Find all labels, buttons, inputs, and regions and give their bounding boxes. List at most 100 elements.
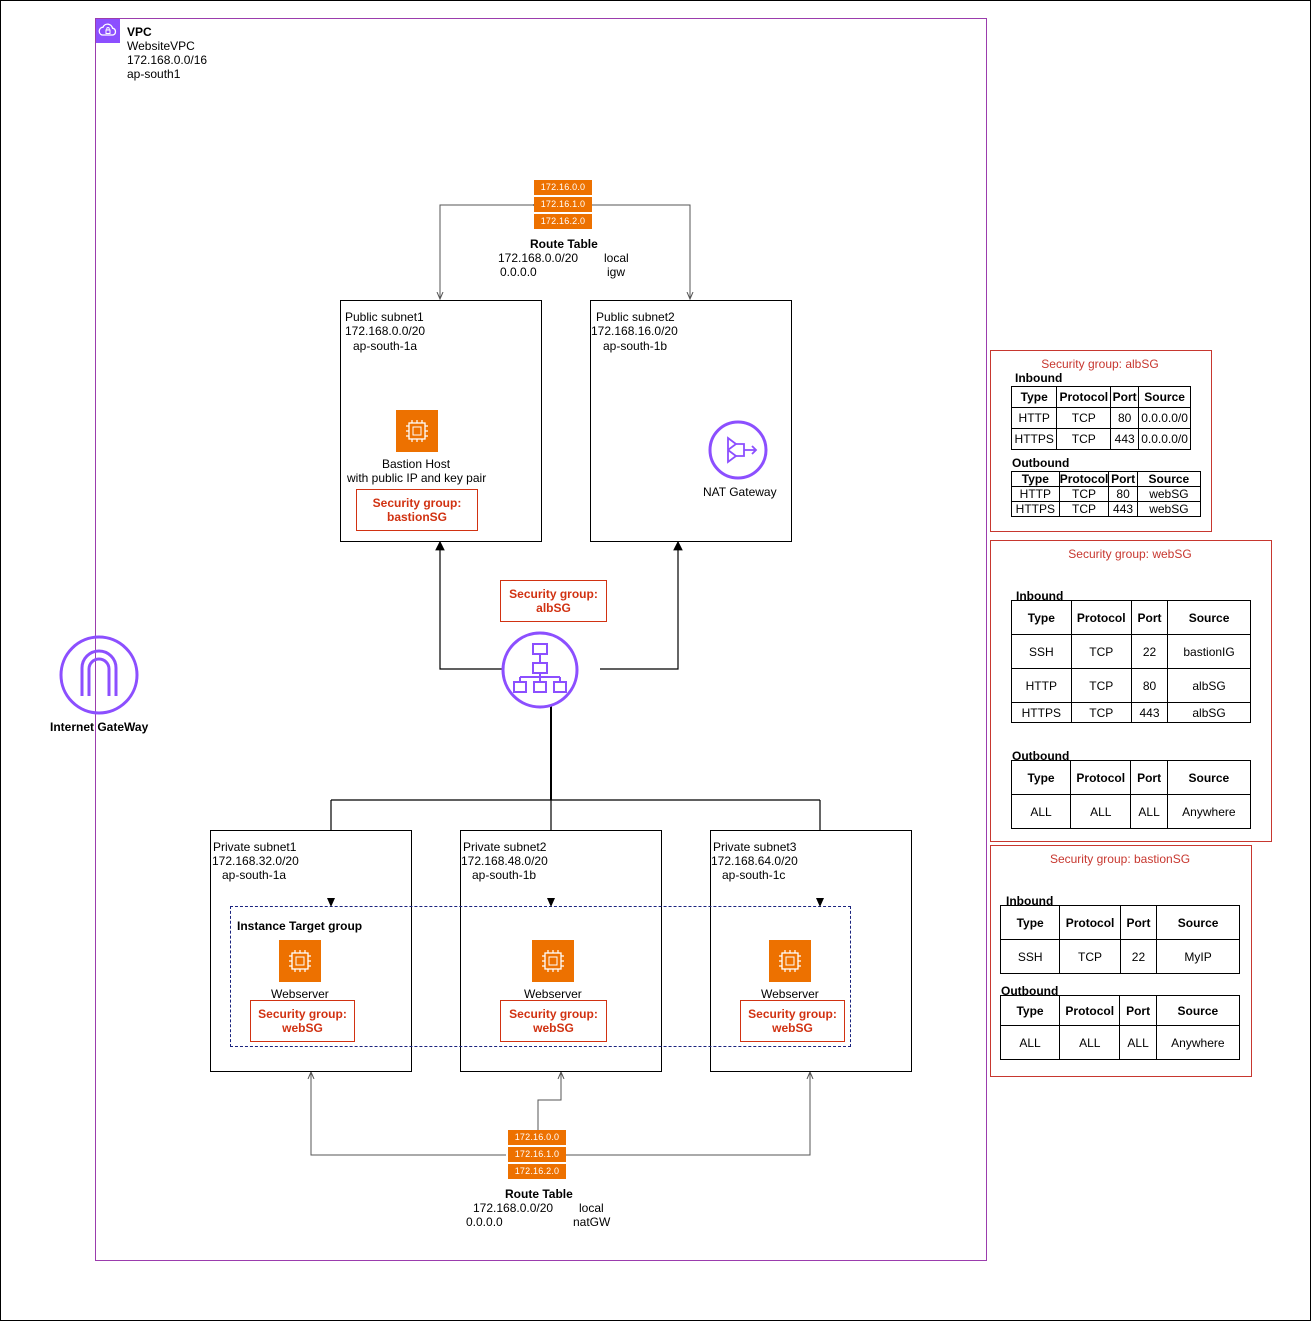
- albsg-outbound-label: Outbound: [1012, 456, 1070, 470]
- sg-label: Security group:: [509, 587, 598, 601]
- route-table-top-icon: 172.16.0.0 172.16.1.0 172.16.2.0: [534, 180, 592, 231]
- nat-gateway-icon: [708, 420, 768, 480]
- vpc-container: [95, 18, 987, 1261]
- table-header-cell: Protocol: [1070, 600, 1132, 635]
- private-subnet3-az: ap-south-1c: [722, 868, 786, 882]
- route-bottom-row2-target: natGW: [573, 1215, 611, 1229]
- table-cell: TCP: [1059, 939, 1121, 974]
- sg-label: Security group:: [258, 1007, 347, 1021]
- table-header-cell: Protocol: [1058, 471, 1110, 487]
- bastionsg-inbound-label: Inbound: [1006, 894, 1054, 908]
- table-cell: 22: [1119, 939, 1158, 974]
- table-header-cell: Source: [1167, 600, 1251, 635]
- table-cell: 443: [1110, 428, 1140, 450]
- webserver2-security-group: Security group: webSG: [500, 1000, 607, 1042]
- table-cell: 80: [1108, 486, 1138, 502]
- table-header-cell: Port: [1130, 760, 1168, 795]
- websg-panel-title: Security group: webSG: [1068, 547, 1192, 561]
- ec2-instance-icon: [769, 940, 811, 982]
- table-cell: HTTP: [1011, 486, 1060, 502]
- route-table-bottom-title: Route Table: [505, 1187, 573, 1201]
- table-cell: ALL: [1010, 794, 1072, 829]
- public-subnet1-az: ap-south-1a: [353, 339, 418, 353]
- table-header-cell: Port: [1130, 600, 1169, 635]
- table-header-cell: Port: [1119, 995, 1157, 1026]
- target-group-label: Instance Target group: [237, 919, 363, 933]
- table-cell: HTTPS: [1011, 702, 1072, 723]
- private-subnet1-name: Private subnet1: [213, 840, 297, 854]
- table-cell: webSG: [1136, 486, 1202, 502]
- webserver3-label: Webserver: [761, 987, 819, 1001]
- table-cell: TCP: [1056, 428, 1112, 450]
- table-header-cell: Port: [1110, 386, 1140, 408]
- table-header-cell: Protocol: [1059, 995, 1121, 1026]
- table-cell: HTTPS: [1010, 428, 1058, 450]
- table-cell: TCP: [1070, 702, 1132, 723]
- ec2-instance-icon: [396, 410, 438, 452]
- table-cell: Anywhere: [1155, 1025, 1241, 1060]
- vpc-cidr: 172.168.0.0/16: [127, 53, 208, 67]
- table-cell: 80: [1110, 407, 1140, 429]
- table-header-cell: Type: [999, 905, 1061, 940]
- public-subnet1-cidr: 172.168.0.0/20: [345, 324, 426, 338]
- route-table-bottom-icon: 172.16.0.0 172.16.1.0 172.16.2.0: [508, 1130, 566, 1181]
- table-cell: TCP: [1058, 501, 1110, 517]
- route-bottom-row1-dest: 172.168.0.0/20: [473, 1201, 554, 1215]
- private-subnet3-name: Private subnet3: [713, 840, 797, 854]
- albsg-inbound-label: Inbound: [1015, 371, 1063, 385]
- bastion-host-sublabel: with public IP and key pair: [347, 471, 487, 485]
- table-cell: 22: [1130, 634, 1169, 669]
- webserver2-label: Webserver: [524, 987, 582, 1001]
- internet-gateway-label: Internet GateWay: [50, 720, 149, 734]
- nat-gateway-label: NAT Gateway: [703, 485, 777, 499]
- table-header-cell: Port: [1119, 905, 1158, 940]
- route-chip: 172.16.0.0: [508, 1130, 566, 1145]
- sg-name: bastionSG: [386, 510, 447, 524]
- sg-name: webSG: [772, 1021, 813, 1035]
- load-balancer-icon: [501, 631, 579, 709]
- sg-label: Security group:: [509, 1007, 598, 1021]
- route-top-row2-target: igw: [607, 265, 626, 279]
- route-bottom-row1-target: local: [579, 1201, 604, 1215]
- bastionsg-outbound-label: Outbound: [1001, 984, 1059, 998]
- websg-inbound-label: Inbound: [1016, 589, 1064, 603]
- vpc-icon: [96, 19, 120, 43]
- route-chip: 172.16.2.0: [508, 1164, 566, 1179]
- ec2-instance-icon: [279, 940, 321, 982]
- table-header-cell: Type: [1011, 600, 1072, 635]
- route-top-row2-dest: 0.0.0.0: [500, 265, 537, 279]
- table-cell: 443: [1108, 501, 1138, 517]
- table-cell: SSH: [1011, 634, 1072, 669]
- public-subnet2-az: ap-south-1b: [603, 339, 668, 353]
- table-header-cell: Protocol: [1059, 905, 1121, 940]
- table-cell: HTTP: [1011, 668, 1072, 703]
- route-top-row1-target: local: [604, 251, 629, 265]
- sg-label: Security group:: [748, 1007, 837, 1021]
- table-cell: 443: [1130, 702, 1169, 723]
- table-header-cell: Type: [1010, 386, 1058, 408]
- route-chip: 172.16.1.0: [508, 1147, 566, 1162]
- table-header-cell: Source: [1155, 995, 1241, 1026]
- private-subnet1-az: ap-south-1a: [222, 868, 287, 882]
- route-bottom-row2-dest: 0.0.0.0: [466, 1215, 503, 1229]
- webserver3-security-group: Security group: webSG: [740, 1000, 845, 1042]
- vpc-name: WebsiteVPC: [127, 39, 195, 53]
- table-cell: ALL: [999, 1025, 1061, 1060]
